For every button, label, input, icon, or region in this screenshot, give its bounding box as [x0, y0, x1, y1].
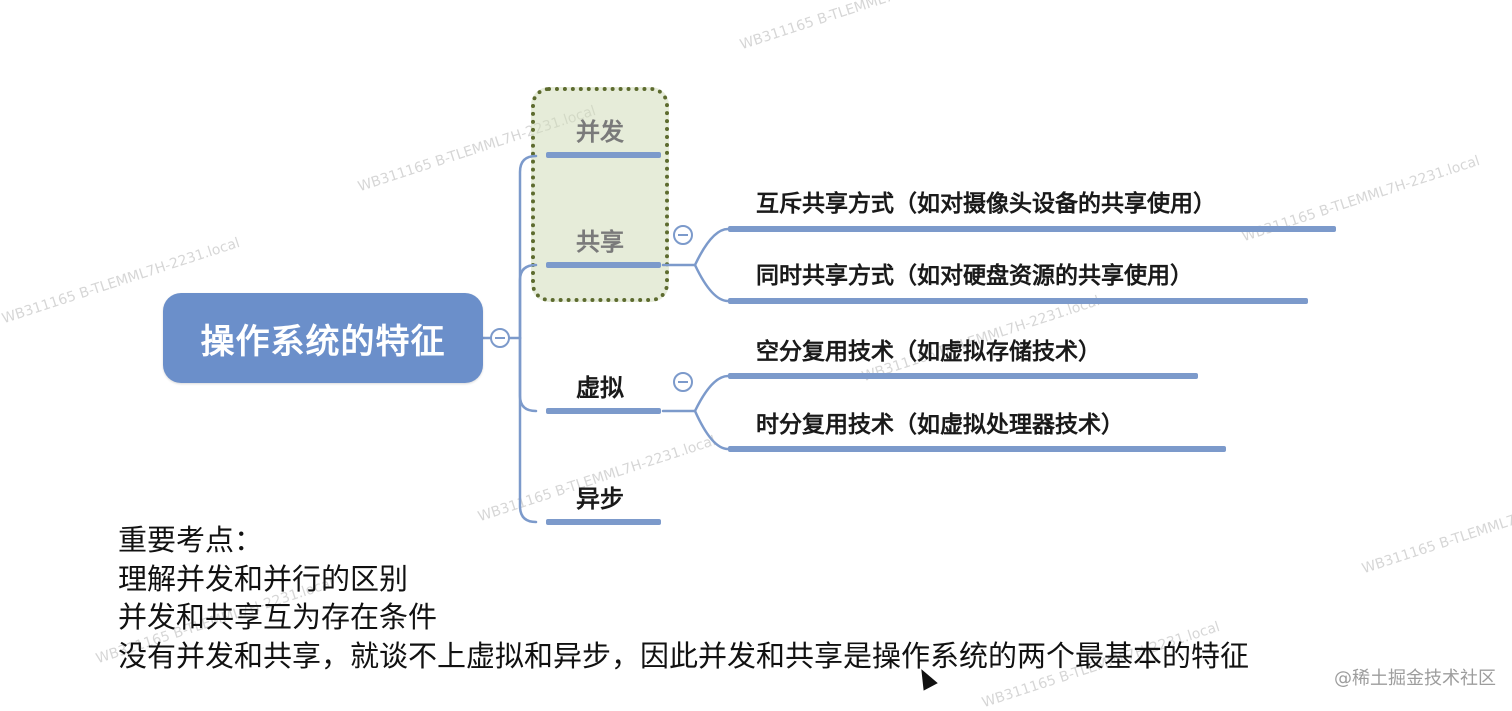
- collapse-icon[interactable]: [490, 328, 510, 348]
- root-node[interactable]: 操作系统的特征: [163, 293, 483, 383]
- connector-gongxiang: [518, 263, 538, 340]
- leaf-tongshi[interactable]: 同时共享方式（如对硬盘资源的共享使用）: [756, 263, 1193, 289]
- leaf-kongfen[interactable]: 空分复用技术（如虚拟存储技术）: [756, 339, 1101, 365]
- branch-gongxiang[interactable]: 共享: [576, 228, 624, 256]
- underline-xuni: [546, 408, 661, 414]
- underline-shifen: [728, 446, 1226, 452]
- underline-tongshi: [728, 298, 1308, 304]
- note-line: 并发和共享互为存在条件: [118, 600, 438, 634]
- connector-yibu: [518, 336, 538, 524]
- connector-tongshi: [693, 263, 730, 303]
- connector-bingfa: [518, 154, 538, 340]
- credit-watermark: @稀土掘金技术社区: [1334, 668, 1496, 689]
- notes: 重要考点： 理解并发和并行的区别 并发和共享互为存在条件 没有并发和共享，就谈不…: [118, 521, 1249, 675]
- note-line: 理解并发和并行的区别: [118, 561, 409, 596]
- connector-kongfen: [693, 374, 730, 413]
- leaf-huchi[interactable]: 互斥共享方式（如对摄像头设备的共享使用）: [756, 191, 1216, 217]
- note-line: 重要考点：: [118, 523, 264, 557]
- note-line: 没有并发和共享，就谈不上虚拟和异步，因此并发和共享是操作系统的两个最基本的特征: [118, 638, 1250, 673]
- branch-bingfa[interactable]: 并发: [576, 118, 624, 146]
- connector-shifen: [693, 409, 730, 451]
- underline-gongxiang: [546, 262, 661, 268]
- connector-huchi: [693, 227, 730, 267]
- underline-bingfa: [546, 152, 661, 158]
- collapse-icon[interactable]: [673, 372, 693, 392]
- underline-kongfen: [728, 373, 1198, 379]
- underline-huchi: [728, 226, 1336, 232]
- branch-yibu[interactable]: 异步: [576, 485, 624, 513]
- collapse-icon[interactable]: [673, 225, 693, 245]
- leaf-shifen[interactable]: 时分复用技术（如虚拟处理器技术）: [756, 412, 1124, 438]
- branch-xuni[interactable]: 虚拟: [576, 374, 624, 402]
- underline-yibu: [546, 519, 661, 525]
- connector-xuni: [518, 336, 538, 413]
